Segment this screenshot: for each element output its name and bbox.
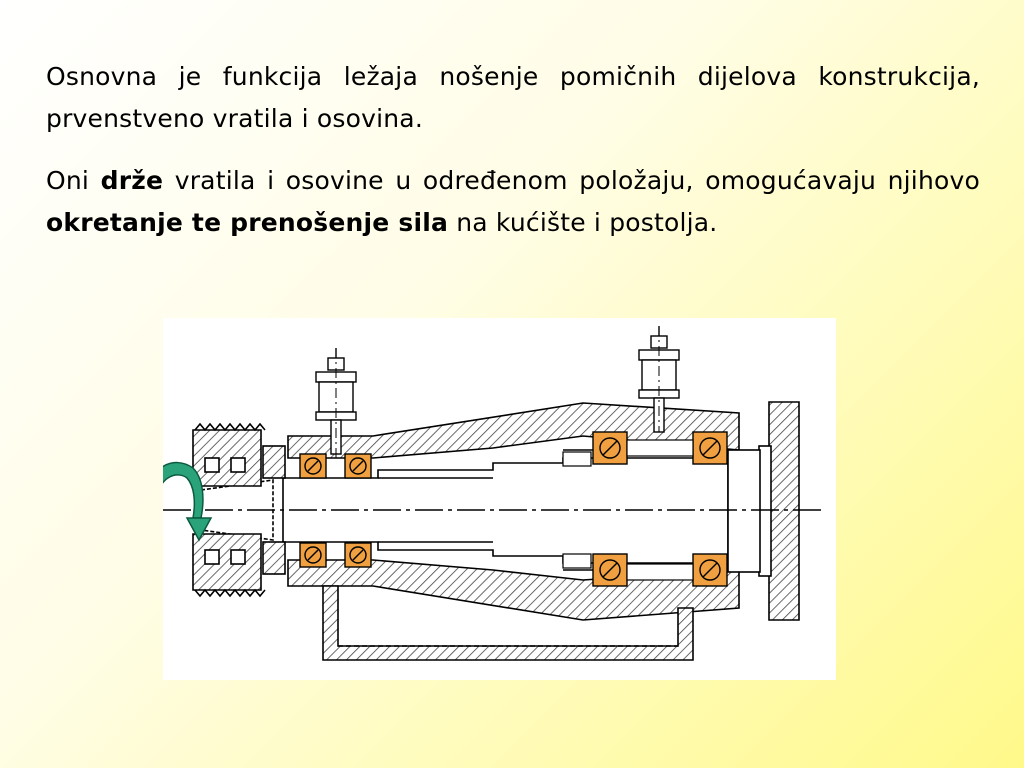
- rear-bearing-bottom-1: [592, 553, 628, 587]
- front-bearing-top-2: [344, 453, 372, 479]
- spindle-bearing-drawing: [163, 318, 836, 680]
- curved-rotation-arrow-icon: [163, 461, 213, 542]
- rear-bearing-top-1: [592, 431, 628, 465]
- rear-bearing-top-2: [692, 431, 728, 465]
- paragraph-1-text: Osnovna je funkcija ležaja nošenje pomič…: [46, 62, 980, 133]
- front-bearing-bottom-2: [344, 542, 372, 568]
- emphasis-hold: drže: [100, 166, 164, 195]
- bearings: [299, 431, 728, 587]
- emphasis-rotation-force: okretanje te prenošenje sila: [46, 208, 449, 237]
- paragraph-bearing-role: Oni drže vratila i osovine u određenom p…: [46, 160, 980, 244]
- end-flange: [768, 401, 800, 621]
- rear-bearing-bottom-2: [692, 553, 728, 587]
- paragraph-bearing-function: Osnovna je funkcija ležaja nošenje pomič…: [46, 56, 980, 140]
- lock-nut-bottom: [262, 541, 286, 575]
- pulley-top: [192, 429, 262, 487]
- pulley-bottom: [192, 533, 262, 591]
- front-bearing-top-1: [299, 453, 327, 479]
- housing-base: [322, 585, 694, 661]
- paragraph-2-part-e: na kućište i postolja.: [448, 208, 718, 237]
- paragraph-2-part-c: vratila i osovine u određenom položaju, …: [163, 166, 980, 195]
- lock-nut-top: [262, 445, 286, 479]
- front-bearing-bottom-1: [299, 542, 327, 568]
- spindle-cross-section-svg: [163, 326, 823, 661]
- paragraph-2-part-a: Oni: [46, 166, 101, 195]
